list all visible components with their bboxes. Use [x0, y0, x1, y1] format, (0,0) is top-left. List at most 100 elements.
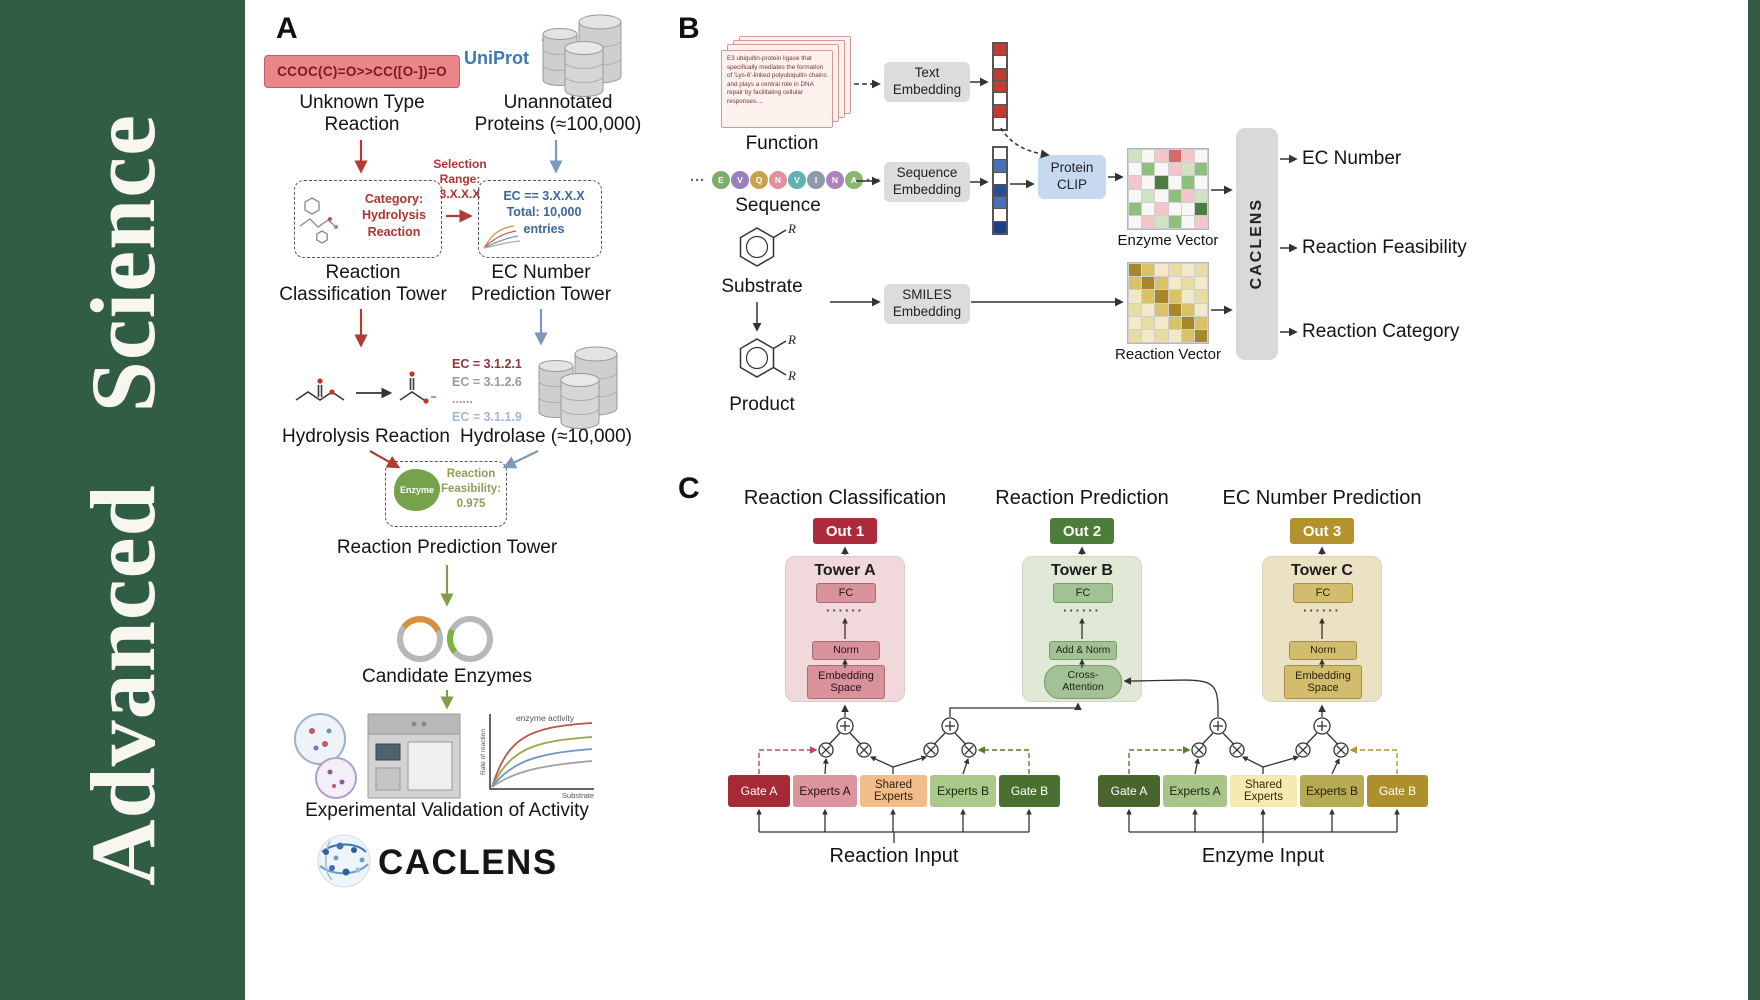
ec-tower-label: EC Number Prediction Tower [470, 262, 612, 306]
vector-cell [1181, 264, 1194, 277]
vector-cell [1155, 290, 1168, 303]
vector-cell [1142, 176, 1155, 189]
vector-cell [1194, 316, 1207, 329]
vector-cell [994, 105, 1006, 117]
substrate-label: Substrate [721, 276, 803, 297]
column-title-prediction: Reaction Prediction [995, 487, 1169, 509]
substituent-r: R [788, 368, 796, 383]
candidate-enzymes-label: Candidate Enzymes [361, 666, 533, 687]
vector-cell [994, 44, 1006, 56]
vector-cell [1129, 329, 1142, 342]
tower-b: Tower B FC ······ Add & Norm Cross- Atte… [1022, 556, 1142, 702]
validation-label: Experimental Validation of Activity [305, 800, 589, 821]
classification-dashed-box [294, 180, 442, 258]
cross-attention-box: Cross- Attention [1044, 665, 1122, 699]
vector-cell [1168, 215, 1181, 228]
vector-cell [1168, 163, 1181, 176]
sequence-letter-row: E V Q N V I N A [712, 171, 863, 189]
vector-cell [994, 184, 1006, 197]
activity-plot: enzyme activity Substrate Rate of reacti… [480, 713, 594, 800]
out1-box: Out 1 [813, 518, 877, 544]
uniprot-logo: UniProt [464, 48, 529, 68]
vector-cell [1181, 150, 1194, 163]
protein-clip-box: Protein CLIP [1038, 155, 1106, 199]
tower-c-title: Tower C [1291, 562, 1353, 579]
hydrolase-database-icon [538, 346, 618, 429]
hplc-instrument-icon [367, 713, 461, 799]
plot-xlabel: Substrate [562, 791, 594, 800]
vector-cell [1168, 290, 1181, 303]
enzyme-blob-icon: Enzyme [394, 469, 440, 511]
vector-cell [1155, 176, 1168, 189]
vector-cell [1155, 150, 1168, 163]
residue-badge: I [807, 171, 825, 189]
vector-cell [1155, 303, 1168, 316]
gate-multiply-nodes [818, 742, 1349, 758]
vector-cell [1194, 277, 1207, 290]
residue-badge: V [788, 171, 806, 189]
category-text: Category: Hydrolysis Reaction [362, 192, 426, 239]
experts-b-left-box: Experts B [930, 775, 996, 807]
experts-b-right-box: Experts B [1300, 775, 1364, 807]
product-structure [739, 338, 787, 378]
hydrolysis-label: Hydrolysis Reaction [282, 426, 450, 447]
gate-a-right-box: Gate A [1098, 775, 1160, 807]
experts-a-left-box: Experts A [793, 775, 857, 807]
vector-cell [994, 172, 1006, 184]
vector-cell [1129, 316, 1142, 329]
caclens-fusion-label: CACLENS [1248, 198, 1265, 290]
vector-cell [1142, 303, 1155, 316]
vector-cell [994, 56, 1006, 68]
arrow-hydrolase-to-feasibility [502, 450, 539, 469]
substituent-r: R [788, 332, 796, 347]
experts-a-right-box: Experts A [1163, 775, 1227, 807]
tower-a: Tower A FC ······ Norm Embedding Space [785, 556, 905, 702]
vector-cell [1142, 189, 1155, 202]
petri-dish-icons [294, 713, 357, 799]
norm-box: Norm [1289, 641, 1357, 660]
panel-b-label: B [678, 12, 700, 45]
sequence-label: Sequence [735, 195, 821, 216]
column-title-classification: Reaction Classification [743, 487, 947, 509]
ec-item: ...... [452, 392, 473, 406]
embedding-space-box: Embedding Space [1284, 665, 1362, 699]
vector-cell [1194, 264, 1207, 277]
vector-cell [1142, 215, 1155, 228]
sequence-embedding-vector [992, 146, 1008, 235]
vector-cell [1168, 150, 1181, 163]
feasibility-dashed-box [385, 461, 507, 527]
embedding-space-box: Embedding Space [807, 665, 885, 699]
gate-b-right-route [1349, 746, 1398, 774]
out2-box: Out 2 [1050, 518, 1114, 544]
smiles-embedding-box: SMILES Embedding [884, 284, 970, 324]
ec-item: EC = 3.1.2.6 [452, 374, 522, 389]
vector-cell [1155, 316, 1168, 329]
vector-cell [1142, 316, 1155, 329]
vector-cell [1194, 150, 1207, 163]
feasibility-text: Reaction Feasibility: 0.975 [440, 468, 502, 510]
vector-cell [1181, 303, 1194, 316]
enzyme-input-label: Enzyme Input [1201, 845, 1325, 867]
text-embedding-box: Text Embedding [884, 62, 970, 102]
vector-cell [1181, 176, 1194, 189]
plot-ylabel: Rate of reaction [480, 729, 487, 775]
vector-cell [1181, 189, 1194, 202]
vector-cell [1168, 329, 1181, 342]
vector-cell [1194, 303, 1207, 316]
gate-b-left-box: Gate B [999, 775, 1060, 807]
out3-box: Out 3 [1290, 518, 1354, 544]
reaction-vector-grid [1127, 262, 1209, 344]
vector-cell [1194, 215, 1207, 228]
unknown-reaction-label: Unknown Type Reaction [299, 92, 425, 136]
vector-cell [1168, 176, 1181, 189]
vector-cell [1168, 316, 1181, 329]
ec-item: EC = 3.1.1.9 [452, 409, 522, 424]
fc-box: FC [816, 583, 876, 603]
journal-sidebar: Advanced Science [0, 0, 245, 1000]
vector-cell [1181, 215, 1194, 228]
vector-cell [1181, 277, 1194, 290]
vector-cell [1129, 215, 1142, 228]
arrow-textvector-to-clip [1000, 127, 1050, 159]
text-embedding-vector [992, 42, 1008, 131]
sum-nodes [836, 717, 1331, 735]
